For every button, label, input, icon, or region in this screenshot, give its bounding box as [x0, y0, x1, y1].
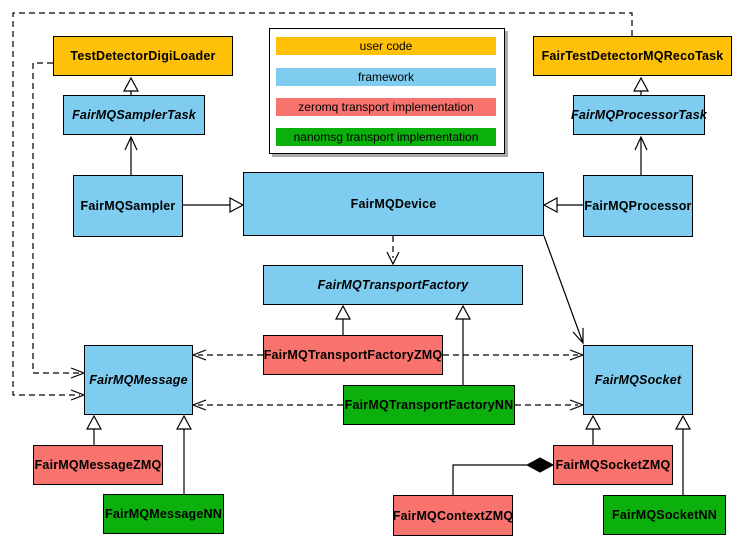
edge-processor-device — [542, 196, 583, 214]
hollow-triangle-icon — [85, 414, 103, 430]
open-arrow-icon — [191, 349, 207, 361]
open-arrow-icon — [124, 135, 138, 151]
edge-samplertask-digiloader — [122, 76, 140, 95]
hollow-triangle-icon — [542, 196, 558, 214]
hollow-triangle-icon — [334, 304, 352, 320]
legend-item-user-code: user code — [276, 37, 496, 55]
node-fairmqsamplertask: FairMQSamplerTask — [63, 95, 205, 135]
edge-contextzmq-socketzmq — [452, 457, 555, 495]
hollow-triangle-icon — [175, 414, 193, 430]
open-arrow-icon — [386, 251, 400, 266]
filled-diamond-icon — [525, 457, 555, 473]
edge-factoryzmq-socket — [443, 349, 585, 361]
legend-item-zeromq: zeromq transport implementation — [276, 98, 496, 116]
hollow-triangle-icon — [122, 76, 140, 92]
node-fairmqsocketzmq: FairMQSocketZMQ — [553, 445, 673, 485]
node-testdetectordigiloader: TestDetectorDigiLoader — [53, 36, 233, 76]
edge-sampler-samplertask — [124, 135, 138, 175]
legend-item-nanomsg: nanomsg transport implementation — [276, 128, 496, 146]
node-fairmqprocessortask: FairMQProcessorTask — [571, 95, 707, 135]
node-fairmqprocessor: FairMQProcessor — [583, 175, 693, 237]
open-arrow-icon — [191, 399, 207, 411]
node-fairmqtransportfactorynn: FairMQTransportFactoryNN — [343, 385, 515, 425]
node-fairmqsocketnn: FairMQSocketNN — [603, 495, 726, 535]
node-fairmqmessagezmq: FairMQMessageZMQ — [33, 445, 163, 485]
open-arrow-icon — [634, 135, 648, 151]
node-fairmqsocket: FairMQSocket — [583, 345, 693, 415]
node-fairmqtransportfactoryzmq: FairMQTransportFactoryZMQ — [263, 335, 443, 375]
edge-processor-processortask — [634, 135, 648, 175]
hollow-triangle-icon — [454, 304, 472, 320]
hollow-triangle-icon — [229, 196, 245, 214]
edge-socketnn-socket — [674, 414, 692, 495]
edge-factorynn-socket — [515, 399, 585, 411]
open-arrow-icon — [572, 328, 584, 345]
edge-messagezmq-message — [85, 414, 103, 445]
edge-factorynn-transportfactory — [454, 304, 472, 385]
edge-socketzmq-socket — [584, 414, 602, 445]
edge-device-transportfactory — [386, 236, 400, 266]
node-fairmqdevice: FairMQDevice — [243, 172, 544, 236]
edge-messagenn-message — [175, 414, 193, 494]
node-fairmqcontextzmq: FairMQContextZMQ — [393, 495, 513, 536]
node-fairmqsampler: FairMQSampler — [73, 175, 183, 237]
edge-factorynn-message — [191, 399, 343, 411]
edge-factoryzmq-message — [191, 349, 263, 361]
hollow-triangle-icon — [584, 414, 602, 430]
legend: user code framework zeromq transport imp… — [269, 28, 505, 154]
edge-sampler-device — [183, 196, 245, 214]
node-fairtestdetectormqrecotask: FairTestDetectorMQRecoTask — [533, 36, 732, 76]
hollow-triangle-icon — [632, 76, 650, 92]
edge-factoryzmq-transportfactory — [334, 304, 352, 335]
node-fairmqmessage: FairMQMessage — [84, 345, 193, 415]
node-fairmqmessagenn: FairMQMessageNN — [103, 494, 224, 534]
hollow-triangle-icon — [674, 414, 692, 430]
edge-device-socket — [543, 235, 584, 345]
node-fairmqtransportfactory: FairMQTransportFactory — [263, 265, 523, 305]
edge-processortask-recotask — [632, 76, 650, 95]
legend-item-framework: framework — [276, 68, 496, 86]
